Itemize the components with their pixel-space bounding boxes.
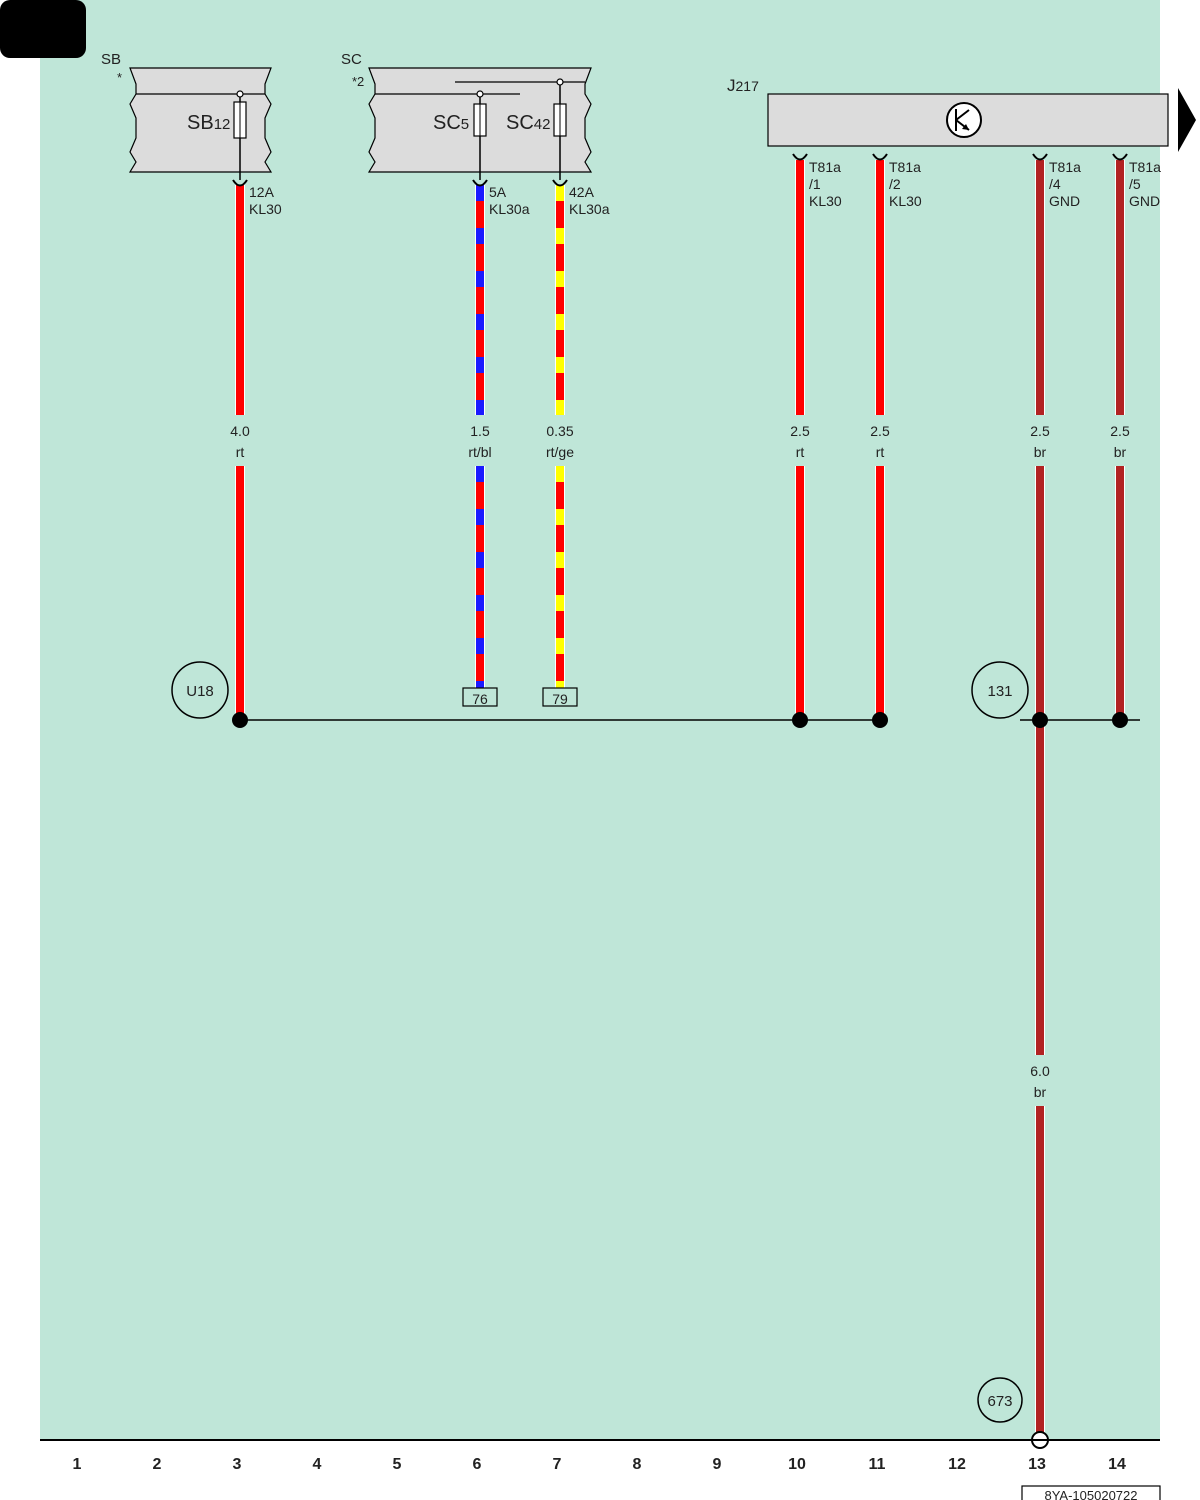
wire-col-13	[1035, 160, 1045, 1435]
pin-label-t5-conn: T81a	[1129, 159, 1161, 175]
grid-number: 6	[473, 1456, 482, 1473]
pin-label-t2-term: KL30	[889, 193, 922, 209]
pin-label-t2-pin: /2	[889, 176, 901, 192]
connection-u18: U18	[171, 661, 229, 719]
pin-label-t5-pin: /5	[1129, 176, 1141, 192]
connector-pin-icon	[232, 179, 248, 187]
grid-number: 3	[233, 1456, 242, 1473]
svg-text:673: 673	[987, 1393, 1012, 1410]
junction-dots	[232, 712, 1128, 728]
pin-label-t1-term: KL30	[809, 193, 842, 209]
pin-label-t5-term: GND	[1129, 193, 1160, 209]
sc-note: *2	[352, 74, 364, 89]
wire-col-11	[875, 160, 885, 720]
fuse-holder-sc	[367, 67, 593, 187]
grid-number: 8	[633, 1456, 642, 1473]
pin-label-t4-pin: /4	[1049, 176, 1061, 192]
wire-size-10: 2.5	[790, 423, 810, 439]
grid-number: 11	[869, 1456, 886, 1473]
pin-label-t2-conn: T81a	[889, 159, 921, 175]
wire-col-3	[235, 185, 245, 720]
sb-note: *	[117, 70, 122, 85]
fuse-sb12-label: SB12	[187, 112, 230, 134]
connector-pin-icon	[472, 179, 488, 187]
grid-number: 4	[313, 1456, 322, 1473]
grid-number: 2	[153, 1456, 162, 1473]
j217-label: J217	[727, 76, 759, 95]
fuse-holder-sb	[128, 67, 273, 187]
wire-color-11: rt	[876, 444, 885, 460]
pin-label-t1-conn: T81a	[809, 159, 841, 175]
grid-number: 5	[393, 1456, 402, 1473]
svg-text:79: 79	[552, 691, 568, 707]
pin-label-sb12-fuse: 12A	[249, 184, 275, 200]
wire-size-6: 1.5	[470, 423, 490, 439]
connection-673: 673	[977, 1377, 1023, 1423]
document-code: 8YA-105020722	[1021, 1485, 1161, 1500]
wire-color-13: br	[1034, 444, 1047, 460]
pin-label-sc42-term: KL30a	[569, 201, 610, 217]
transistor-icon	[946, 102, 982, 138]
grid-number: 9	[713, 1456, 722, 1473]
grid-number: 13	[1028, 1456, 1046, 1473]
wire-color-6: rt/bl	[468, 444, 491, 460]
wire-col-14	[1115, 160, 1125, 720]
svg-text:U18: U18	[186, 683, 214, 700]
wire-col-10	[795, 160, 805, 720]
wire-labels: 4.0 rt 1.5 rt/bl 0.35 rt/ge 2.5 rt 2.5 r…	[230, 423, 1130, 1100]
wire-size-11: 2.5	[870, 423, 890, 439]
pin-labels: 12A KL30 5A KL30a 42A KL30a T81a /1 KL30…	[249, 159, 1161, 217]
wire-color-7: rt/ge	[546, 444, 574, 460]
connector-pin-icon	[872, 153, 888, 161]
connector-pin-icon	[1112, 153, 1128, 161]
wire-size-3: 4.0	[230, 423, 250, 439]
fuse-sc42-label: SC42	[506, 112, 550, 134]
wire-color-3: rt	[236, 444, 245, 460]
page-tab	[0, 0, 86, 58]
sc-name: SC	[341, 51, 362, 68]
svg-text:76: 76	[472, 691, 488, 707]
continuation-arrow-icon	[1178, 88, 1196, 152]
connector-box-79: 79	[542, 687, 578, 707]
pin-label-sb12-term: KL30	[249, 201, 282, 217]
pin-label-t4-term: GND	[1049, 193, 1080, 209]
connector-pin-icon	[1032, 153, 1048, 161]
connector-box-76: 76	[462, 687, 498, 707]
grid-number: 10	[788, 1456, 806, 1473]
wire-size-14: 2.5	[1110, 423, 1130, 439]
grid-number: 1	[73, 1456, 82, 1473]
control-unit-j217	[767, 93, 1169, 161]
wire-color-14: br	[1114, 444, 1127, 460]
pin-label-sc5-term: KL30a	[489, 201, 530, 217]
wire-col-7	[555, 185, 565, 688]
grid-number: 14	[1108, 1456, 1126, 1473]
pin-label-sc42-fuse: 42A	[569, 184, 595, 200]
wire-size-13: 2.5	[1030, 423, 1050, 439]
wire-color-13b: br	[1034, 1084, 1047, 1100]
fuse-sc5-label: SC5	[433, 112, 469, 134]
pin-label-t1-pin: /1	[809, 176, 821, 192]
wire-color-10: rt	[796, 444, 805, 460]
connector-pin-icon	[552, 179, 568, 187]
wire-size-7: 0.35	[546, 423, 573, 439]
wire-col-6	[475, 185, 485, 688]
wire-size-13b: 6.0	[1030, 1063, 1050, 1079]
pin-label-sc5-fuse: 5A	[489, 184, 507, 200]
pin-label-t4-conn: T81a	[1049, 159, 1081, 175]
grid-number: 7	[553, 1456, 562, 1473]
connector-pin-icon	[792, 153, 808, 161]
svg-text:131: 131	[987, 683, 1012, 700]
grid-number: 12	[948, 1456, 966, 1473]
connection-131: 131	[971, 661, 1029, 719]
sb-name: SB	[101, 51, 121, 68]
svg-text:8YA-105020722: 8YA-105020722	[1044, 1488, 1137, 1500]
